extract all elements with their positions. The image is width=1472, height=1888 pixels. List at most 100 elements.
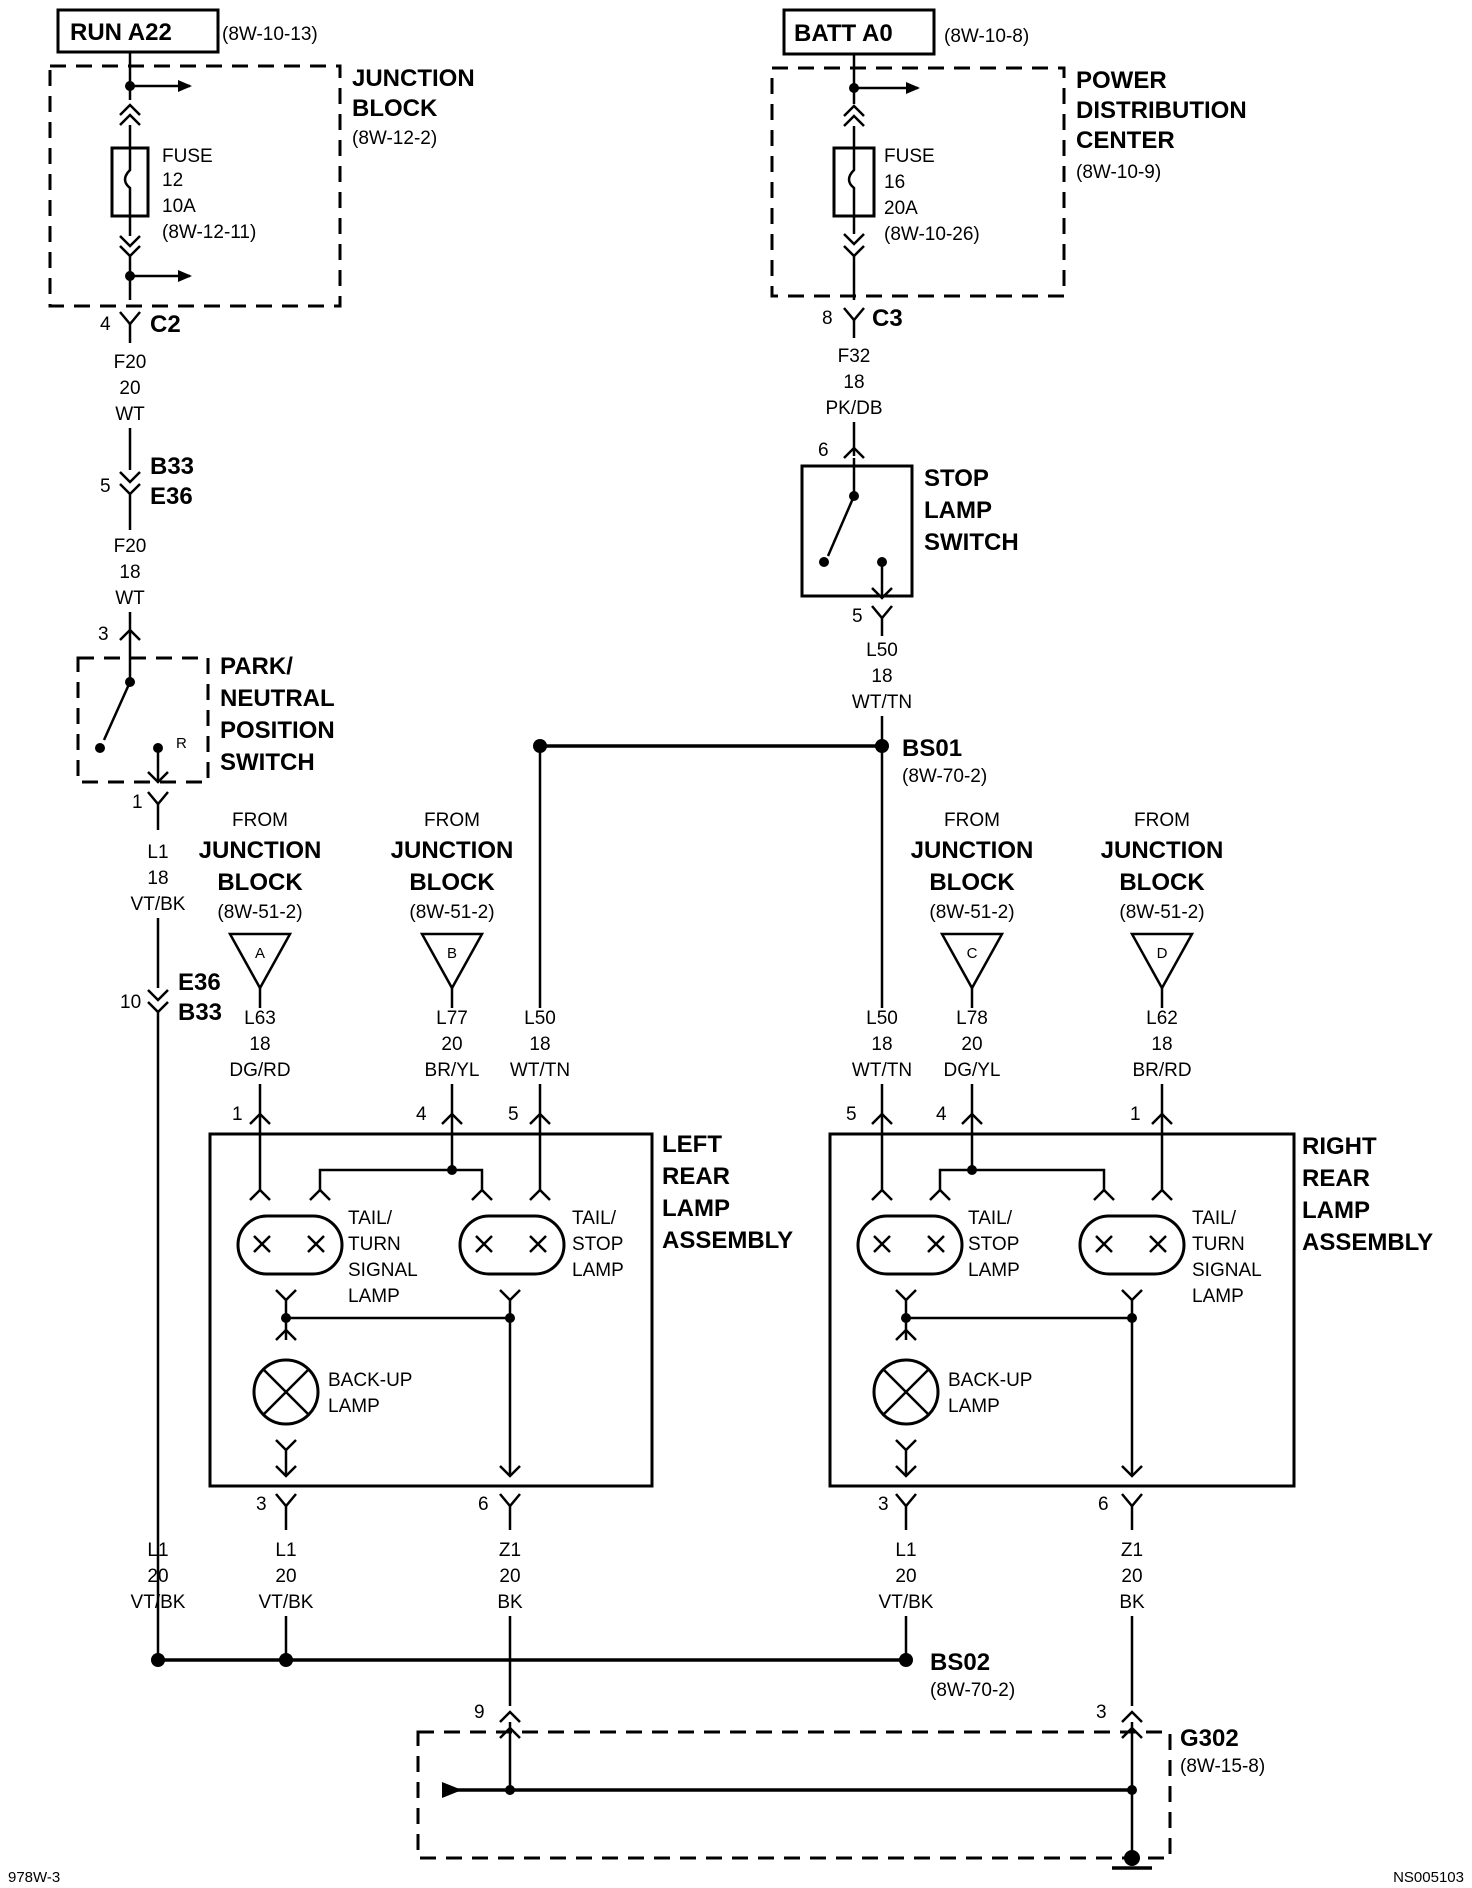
svg-text:SWITCH: SWITCH [924,529,1019,556]
svg-text:18: 18 [871,666,892,687]
svg-text:20: 20 [275,1566,296,1587]
c2-pin: 4 [100,314,111,335]
svg-text:18: 18 [147,868,168,889]
svg-text:TURN: TURN [348,1234,401,1255]
wire-z1-20-bk-left: Z1 20 BK [497,1540,523,1613]
svg-text:JUNCTION: JUNCTION [391,837,514,864]
svg-text:6: 6 [1098,1494,1109,1515]
svg-text:STOP: STOP [924,465,989,492]
svg-text:NEUTRAL: NEUTRAL [220,685,335,712]
svg-text:TURN: TURN [1192,1234,1245,1255]
svg-text:L1: L1 [275,1540,296,1561]
svg-text:TAIL/: TAIL/ [348,1208,393,1229]
wire-l1-20-vtbk-main: L1 20 VT/BK [131,1540,186,1613]
wire-f20-20-wt: F20 20 WT [114,352,147,425]
junction-block-title-2: BLOCK [352,95,438,122]
svg-text:18: 18 [529,1034,550,1055]
svg-text:FROM: FROM [1134,810,1190,831]
svg-text:JUNCTION: JUNCTION [199,837,322,864]
from-jb-b: FROM JUNCTION BLOCK (8W-51-2) B L77 20 B… [391,810,514,1081]
svg-text:SIGNAL: SIGNAL [348,1260,418,1281]
svg-text:6: 6 [478,1494,489,1515]
svg-text:1: 1 [1130,1104,1141,1125]
svg-text:LAMP: LAMP [348,1286,400,1307]
svg-text:18: 18 [843,372,864,393]
svg-text:(8W-51-2): (8W-51-2) [217,902,302,923]
svg-text:SWITCH: SWITCH [220,749,315,776]
fuse12-rating: 10A [162,196,196,217]
svg-text:REAR: REAR [1302,1165,1370,1192]
svg-text:(8W-51-2): (8W-51-2) [1119,902,1204,923]
from-jb-d: FROM JUNCTION BLOCK (8W-51-2) D L62 18 B… [1101,810,1224,1081]
svg-text:20A: 20A [884,198,918,219]
svg-text:5: 5 [846,1104,857,1125]
svg-text:CENTER: CENTER [1076,127,1175,154]
svg-text:L50: L50 [866,1008,898,1029]
right-rear-lamp-assembly: RIGHT REAR LAMP ASSEMBLY 5 4 1 TAIL/ STO… [828,1104,1433,1530]
svg-text:Z1: Z1 [499,1540,521,1561]
svg-text:BLOCK: BLOCK [409,869,495,896]
svg-text:ASSEMBLY: ASSEMBLY [1302,1229,1433,1256]
pn-switch-r-label: R [176,735,187,752]
inline-connector-e36-b33: 10 E36 B33 [120,969,222,1026]
park-neutral-position-switch: 3 R PARK/ NEUTRAL POSITION SWITCH 1 [76,624,335,813]
run-a22-label: RUN A22 [70,19,172,46]
svg-text:20: 20 [119,378,140,399]
wire-l50-18-wttn: L50 18 WT/TN [852,640,912,713]
svg-text:L78: L78 [956,1008,988,1029]
svg-text:20: 20 [961,1034,982,1055]
svg-text:JUNCTION: JUNCTION [911,837,1034,864]
svg-text:WT/TN: WT/TN [510,1060,570,1081]
left-rear-lamp-assembly: LEFT REAR LAMP ASSEMBLY 1 4 5 TAIL/ TURN… [208,1104,793,1530]
svg-text:PK/DB: PK/DB [825,398,882,419]
c3-pin: 8 [822,308,833,329]
svg-text:20: 20 [147,1566,168,1587]
svg-text:POWER: POWER [1076,67,1167,94]
svg-text:TAIL/: TAIL/ [572,1208,617,1229]
svg-text:9: 9 [474,1702,485,1723]
svg-text:DG/RD: DG/RD [229,1060,290,1081]
batt-a0-label: BATT A0 [794,20,893,47]
svg-text:L50: L50 [866,640,898,661]
svg-text:LAMP: LAMP [948,1396,1000,1417]
svg-text:STOP: STOP [968,1234,1019,1255]
svg-text:VT/BK: VT/BK [259,1592,314,1613]
svg-text:WT: WT [115,588,145,609]
svg-text:18: 18 [1151,1034,1172,1055]
svg-text:G302: G302 [1180,1725,1239,1752]
svg-text:5: 5 [508,1104,519,1125]
run-a22-ref: (8W-10-13) [222,24,318,45]
svg-text:LEFT: LEFT [662,1131,722,1158]
svg-text:ASSEMBLY: ASSEMBLY [662,1227,793,1254]
svg-text:C: C [967,945,978,962]
svg-text:VT/BK: VT/BK [879,1592,934,1613]
svg-text:DG/YL: DG/YL [943,1060,1000,1081]
svg-text:3: 3 [878,1494,889,1515]
svg-text:FROM: FROM [944,810,1000,831]
footer-right: NS005103 [1393,1869,1464,1886]
svg-text:FROM: FROM [232,810,288,831]
svg-text:3: 3 [1096,1702,1107,1723]
svg-text:BACK-UP: BACK-UP [328,1370,412,1391]
svg-text:L50: L50 [524,1008,556,1029]
svg-text:LAMP: LAMP [328,1396,380,1417]
wire-l1-20-vtbk-right: L1 20 VT/BK [879,1540,934,1613]
splice-bs02: BS02 (8W-70-2) [151,1649,1015,1701]
from-jb-c: FROM JUNCTION BLOCK (8W-51-2) C L78 20 D… [911,810,1034,1081]
svg-text:BS02: BS02 [930,1649,990,1676]
svg-text:D: D [1157,945,1168,962]
wire-l1-18-vtbk: L1 18 VT/BK [131,842,186,915]
svg-text:LAMP: LAMP [924,497,992,524]
svg-text:LAMP: LAMP [968,1260,1020,1281]
svg-text:LAMP: LAMP [662,1195,730,1222]
batt-a0-ref: (8W-10-8) [944,26,1029,47]
svg-text:POSITION: POSITION [220,717,335,744]
svg-text:(8W-70-2): (8W-70-2) [930,1680,1015,1701]
svg-text:5: 5 [852,606,863,627]
svg-text:LAMP: LAMP [1302,1197,1370,1224]
svg-text:18: 18 [119,562,140,583]
svg-text:B33: B33 [150,453,194,480]
svg-text:(8W-51-2): (8W-51-2) [929,902,1014,923]
svg-text:LAMP: LAMP [1192,1286,1244,1307]
svg-text:3: 3 [98,624,109,645]
